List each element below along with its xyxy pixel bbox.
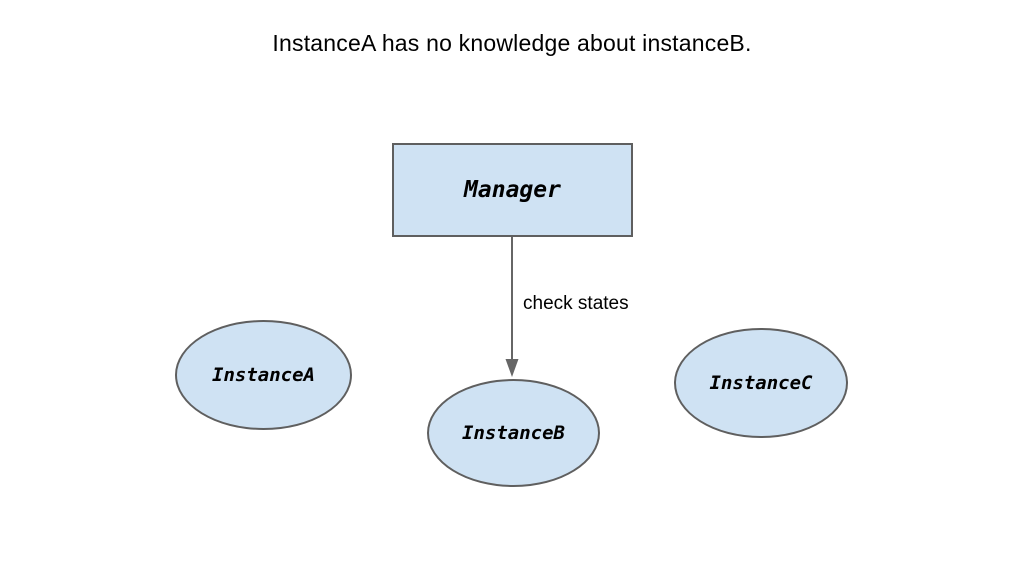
edge-label-check-states: check states: [523, 293, 629, 314]
node-manager: Manager: [392, 143, 633, 237]
node-instance-c: InstanceC: [674, 328, 848, 438]
node-instance-a: InstanceA: [175, 320, 352, 430]
diagram-title: InstanceA has no knowledge about instanc…: [272, 30, 752, 56]
node-instance-c-label: InstanceC: [709, 372, 813, 394]
node-instance-b-label: InstanceB: [462, 422, 565, 444]
node-instance-a-label: InstanceA: [212, 364, 315, 386]
node-manager-label: Manager: [464, 177, 561, 203]
node-instance-b: InstanceB: [427, 379, 600, 487]
